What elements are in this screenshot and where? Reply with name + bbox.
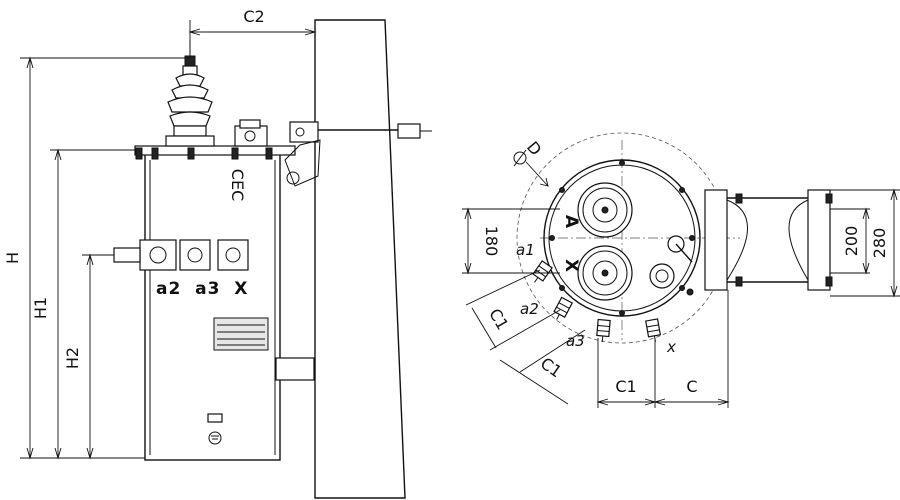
bushing-a [577,182,633,238]
terminal-x-label: x [666,338,676,356]
top-cover-bolts [549,160,695,316]
earth-terminal [207,413,223,445]
pole [314,19,406,499]
cover-bolts [135,147,273,160]
top-accessory [234,119,268,147]
bushing-x [577,245,633,301]
terminal-a3-label: a3 [566,332,585,350]
phase-a-label: A [561,215,581,229]
dim-280-label: 280 [870,228,889,259]
lv-terminals-plan [532,260,662,342]
dim-c1-c-label: C1 [615,377,636,396]
front-terminal-labels: a2 a3 X [156,279,248,299]
dim-h-label: H [3,252,22,264]
nameplate [213,317,269,351]
top-view: A X [462,132,900,408]
hv-bushing [165,40,215,147]
pole-clamp [704,189,833,291]
dim-h2 [82,253,104,460]
dim-c1-a-label: C1 [485,305,512,333]
front-view: CEC a2 a3 X [3,7,432,499]
terminal-a2-label: a2 [520,300,539,318]
pole-bracket [275,121,432,381]
dim-c2 [188,20,317,58]
dim-c-label: C [686,377,697,396]
dim-c2-label: C2 [243,7,264,26]
dim-200-280 [830,188,900,298]
dim-180-label: 180 [482,226,501,257]
phase-x-label: X [561,259,581,273]
dim-d-label: D [523,138,545,160]
accessory-gauge [649,235,694,296]
lv-bushings-front [104,239,249,271]
dim-d [513,149,549,187]
dim-c1-radial [465,269,586,405]
dim-c1-c-bottom [596,290,730,408]
dim-h2-label: H2 [63,347,82,369]
terminal-a1-label: a1 [516,241,535,259]
dim-180 [462,207,560,275]
dim-h1-label: H1 [31,297,50,319]
dim-200-label: 200 [842,226,861,257]
dim-h [20,56,190,460]
tank-marking: CEC [228,169,247,201]
dim-h1 [50,148,135,460]
